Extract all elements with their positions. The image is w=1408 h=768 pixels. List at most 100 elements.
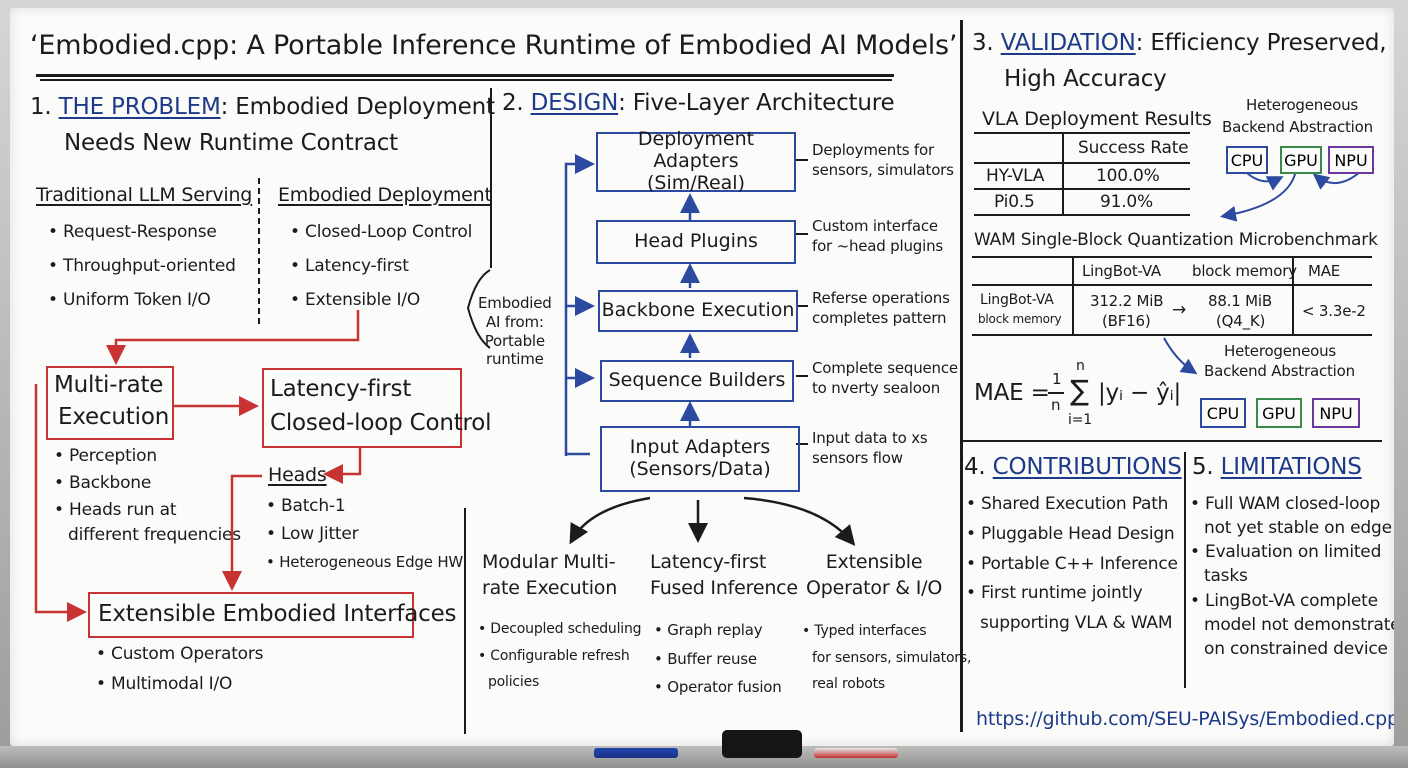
npu-chip-2: NPU xyxy=(1312,398,1360,428)
mae-frac-bar xyxy=(1048,392,1064,394)
embodied-item: • Latency-first xyxy=(290,256,409,276)
section2-num: 2. xyxy=(502,90,524,116)
multirate-item: • Perception xyxy=(54,446,157,466)
section1-rest: : Embodied Deployment xyxy=(220,94,495,120)
wam-mae: < 3.3e-2 xyxy=(1302,302,1366,320)
bottom-title: Latency-first xyxy=(650,551,767,573)
embodied-item: • Closed-Loop Control xyxy=(290,222,473,242)
section3-num: 3. xyxy=(972,30,994,56)
gpu-chip: GPU xyxy=(1280,146,1322,174)
divider-left-bottom xyxy=(464,508,466,734)
section4-num: 4. xyxy=(964,454,986,480)
embodied-title: Embodied Deployment xyxy=(278,184,492,206)
note-line: Complete sequence xyxy=(812,359,958,377)
traditional-item: • Request-Response xyxy=(48,222,217,242)
wam-header: MAE xyxy=(1308,262,1341,280)
wam-to-format: (Q4_K) xyxy=(1216,312,1266,330)
mae-body: |yᵢ − ŷᵢ| xyxy=(1098,380,1182,406)
arrow-multirate-to-extensible xyxy=(34,384,87,622)
section2-key: DESIGN xyxy=(530,90,619,116)
latency-box: Latency-first Closed-loop Control xyxy=(262,368,492,448)
limitation-item: tasks xyxy=(1204,566,1248,587)
gpu-chip-2: GPU xyxy=(1256,398,1302,428)
section5-key: LIMITATIONS xyxy=(1220,454,1362,480)
vla-row-model: HY-VLA xyxy=(986,166,1045,186)
wam-from-format: (BF16) xyxy=(1102,312,1151,330)
section3-key: VALIDATION xyxy=(1000,30,1136,56)
section3-rest: : Efficiency Preserved, xyxy=(1135,30,1387,56)
arrow-side-spine xyxy=(564,154,595,456)
multirate-line2: Execution xyxy=(58,404,170,430)
arrow-chips-curve xyxy=(1220,169,1297,222)
section1-heading: 1. THE PROBLEM: Embodied Deployment xyxy=(30,94,495,120)
wam-table-rule xyxy=(1292,258,1294,334)
wam-table-rule xyxy=(972,334,1372,336)
repo-link[interactable]: https://github.com/SEU-PAISys/Embodied.c… xyxy=(976,708,1394,730)
bottom-item: policies xyxy=(488,674,540,691)
wam-row-label: block memory xyxy=(978,312,1062,326)
layer-line2: (Sensors/Data) xyxy=(629,458,771,480)
bottom-title: Modular Multi- xyxy=(482,551,616,573)
mae-upper: n xyxy=(1076,358,1085,374)
vla-row-rate: 100.0% xyxy=(1096,166,1160,186)
side-label-line: AI from: xyxy=(485,312,544,331)
multirate-box: Multi-rate Execution xyxy=(46,366,174,440)
limitation-item: model not demonstrated xyxy=(1204,614,1394,635)
limitations-list: • Full WAM closed-loop not yet stable on… xyxy=(1190,492,1394,661)
blue-marker-icon[interactable] xyxy=(594,748,678,758)
wam-row-label: LingBot-VA xyxy=(980,292,1054,308)
layer-line1: Input Adapters xyxy=(629,436,771,459)
limitation-item: on constrained device xyxy=(1204,638,1388,659)
vla-table-rule xyxy=(974,188,1190,190)
arrow-wam-to-hetero xyxy=(1163,337,1198,375)
arrow-embodied-to-multirate xyxy=(106,310,360,365)
bottom-col-modular: Modular Multi-rate Execution xyxy=(482,550,617,601)
mae-sigma: ∑ xyxy=(1070,374,1089,407)
bottom-title: Extensible xyxy=(825,551,923,573)
side-label-line: Embodied xyxy=(478,294,552,312)
heads-item: • Low Jitter xyxy=(266,524,359,544)
hetero2-title: Heterogeneous xyxy=(1224,342,1337,360)
bottom-item: • Configurable refresh xyxy=(478,647,630,664)
bottom-item: • Buffer reuse xyxy=(654,649,757,668)
wam-table-rule xyxy=(972,256,1372,258)
wam-title: WAM Single-Block Quantization Microbench… xyxy=(974,230,1378,250)
layer-line1: Head Plugins xyxy=(634,230,758,253)
note-line: Deployments for xyxy=(812,141,934,159)
bottom-item: • Decoupled scheduling xyxy=(478,621,642,637)
contributions-list: • Shared Execution Path • Pluggable Head… xyxy=(966,490,1178,639)
eraser-icon[interactable] xyxy=(722,730,802,758)
bottom-title: Fused Inference xyxy=(650,576,798,599)
extensible-item: • Multimodal I/O xyxy=(96,674,233,694)
layer-line2: (Sim/Real) xyxy=(646,171,746,194)
contribution-item: • Shared Execution Path xyxy=(966,494,1169,514)
bottom-item: • Typed interfaces xyxy=(802,623,927,639)
cpu-chip-2: CPU xyxy=(1200,398,1246,428)
section5-num: 5. xyxy=(1192,454,1214,480)
bottom-item: • Operator fusion xyxy=(654,678,782,696)
wam-from: 312.2 MiB xyxy=(1090,292,1164,310)
vla-header: Success Rate xyxy=(1078,138,1189,158)
bottom-list-modular: • Decoupled scheduling • Configurable ref… xyxy=(478,616,642,696)
red-marker-icon[interactable] xyxy=(814,748,898,758)
section3-heading: 3. VALIDATION: Efficiency Preserved, xyxy=(972,30,1387,56)
layer-input-adapters: Input Adapters(Sensors/Data) xyxy=(600,426,800,492)
multirate-item: different frequencies xyxy=(68,525,241,545)
divider-left-top xyxy=(490,88,492,268)
layer-line1: Sequence Builders xyxy=(608,369,786,392)
bottom-list-latency: • Graph replay• Buffer reuse• Operator f… xyxy=(654,616,782,702)
wam-table: LingBot-VA block memory MAE LingBot-VA b… xyxy=(972,256,1372,336)
traditional-title: Traditional LLM Serving xyxy=(36,184,253,206)
section3-subheading: High Accuracy xyxy=(1004,66,1167,92)
traditional-item: • Throughput-oriented xyxy=(48,256,236,276)
divider-right xyxy=(960,20,963,732)
layer-line1: Backbone Execution xyxy=(601,299,795,322)
side-label-line: runtime xyxy=(485,350,544,369)
whiteboard-tray xyxy=(0,746,1408,768)
multirate-item: • Backbone xyxy=(54,473,152,493)
mae-lower: i=1 xyxy=(1068,412,1092,428)
extensible-item: • Custom Operators xyxy=(96,644,264,664)
